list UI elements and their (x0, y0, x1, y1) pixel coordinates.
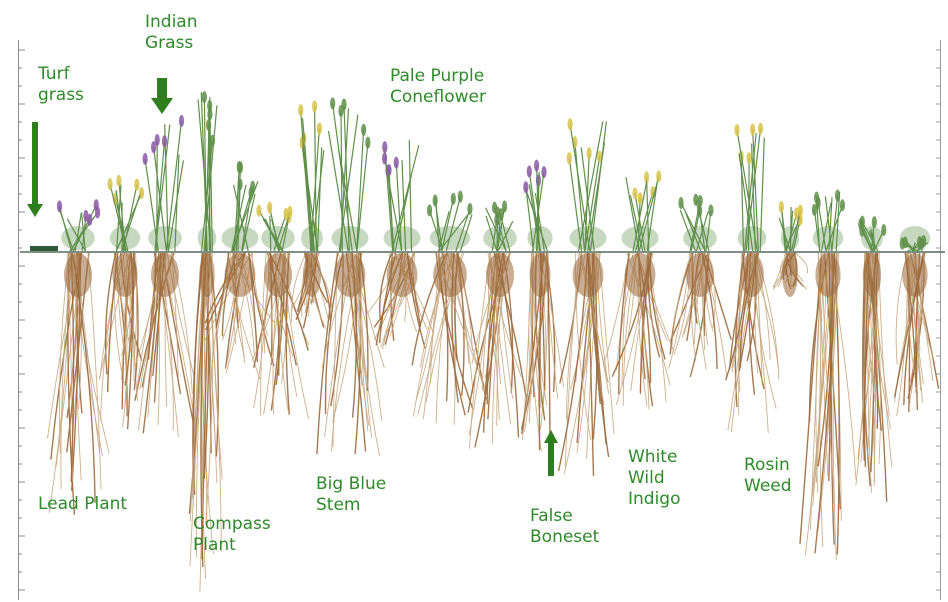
plant (678, 194, 716, 251)
root-system (292, 253, 333, 329)
plant (298, 100, 324, 251)
root-system (317, 253, 385, 456)
root-system (726, 253, 779, 433)
root-system (99, 253, 142, 429)
label-rosin-weed: Rosin Weed (744, 455, 792, 497)
plant (107, 175, 144, 251)
plant (382, 140, 420, 251)
down-arrow-icon (151, 78, 173, 114)
root-system (559, 253, 614, 476)
root-system (669, 253, 732, 378)
root-system (412, 253, 487, 425)
plant (256, 202, 294, 251)
plant (483, 200, 517, 251)
plant (900, 226, 930, 251)
root-system (856, 253, 892, 502)
plant (734, 123, 766, 251)
turf-grass-patch (30, 246, 58, 251)
plant (143, 115, 185, 251)
root-system (252, 253, 309, 419)
root-system (605, 253, 675, 409)
label-lead-plant: Lead Plant (38, 494, 127, 515)
plant (198, 91, 217, 251)
label-pale-purple-coneflower: Pale Purple Coneflower (390, 66, 486, 108)
root-systems (48, 253, 939, 592)
ruler-ticks (18, 50, 940, 590)
root-system (135, 253, 196, 437)
plant (222, 161, 259, 251)
root-system (773, 253, 808, 297)
plant (812, 190, 845, 251)
label-false-boneset: False Boneset (530, 506, 599, 548)
root-system (522, 253, 564, 469)
plant (622, 170, 662, 251)
plant-foliage (57, 91, 930, 251)
label-compass-plant: Compass Plant (193, 514, 271, 556)
label-turf-grass: Turf grass (38, 64, 84, 106)
plant (427, 191, 473, 251)
plant (779, 201, 803, 251)
up-arrow-icon (544, 430, 558, 476)
root-system (895, 253, 939, 416)
down-arrow-icon (27, 122, 43, 217)
root-system (800, 253, 856, 560)
label-white-wild-indigo: White Wild Indigo (628, 447, 681, 510)
plant (523, 160, 552, 251)
root-system (368, 253, 433, 349)
plant (858, 216, 886, 251)
plant (57, 199, 100, 251)
plant (329, 97, 371, 251)
label-big-blue-stem: Big Blue Stem (316, 474, 386, 516)
label-indian-grass: Indian Grass (145, 12, 198, 54)
root-system (48, 253, 110, 515)
plant (567, 118, 607, 251)
